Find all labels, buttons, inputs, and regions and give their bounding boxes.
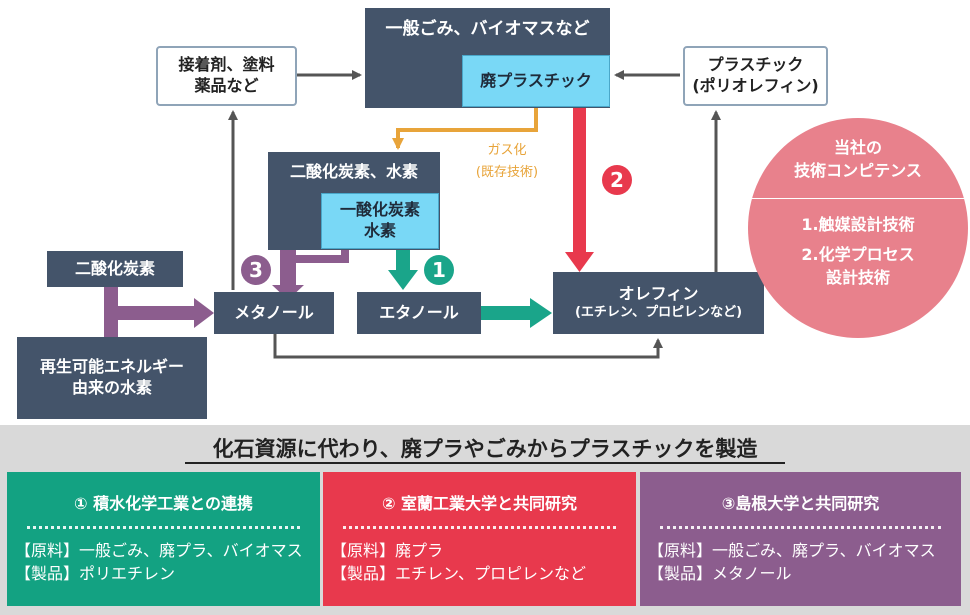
arrow-red-shaft: [573, 108, 586, 252]
co-line1: 一酸化炭素: [339, 200, 420, 220]
panel-sekisui-material: 【原料】一般ごみ、廃プラ、バイオマス: [15, 541, 303, 560]
adhesive-line2: 薬品など: [194, 76, 259, 95]
arrow-teal-right-shaft: [480, 306, 532, 320]
arrow-purple-right-shaft: [104, 306, 196, 320]
arrow-red-head: [565, 252, 594, 272]
olefin-box: オレフィン (エチレン、プロピレンなど): [553, 272, 764, 334]
panel-muroran: ② 室蘭工業大学と共同研究 【原料】廃プラ 【製品】エチレン、プロピレンなど: [323, 472, 636, 606]
competence-item2: 2.化学プロセス 設計技術: [748, 243, 968, 289]
arrow-teal-right-head: [530, 298, 552, 328]
competence-item1: 1.触媒設計技術: [801, 215, 915, 234]
olefin-line1: オレフィン: [618, 284, 699, 304]
competence-title-line2: 技術コンピテンス: [794, 161, 922, 180]
plastic-line1: プラスチック: [707, 55, 804, 75]
panel-muroran-divider: [343, 526, 616, 529]
panel-shimane-divider: [660, 526, 941, 529]
panel-shimane-material: 【原料】一般ごみ、廃プラ、バイオマス: [648, 541, 936, 560]
competence-item2-line2: 設計技術: [825, 268, 890, 287]
gasification-label: ガス化 (既存技術): [452, 140, 562, 184]
olefin-line2: (エチレン、プロピレンなど): [574, 304, 743, 320]
panel-shimane-title: ③島根大学と共同研究: [721, 494, 880, 513]
panel-muroran-product: 【製品】エチレン、プロピレンなど: [331, 564, 587, 583]
summary-headline: 化石資源に代わり、廃プラやごみからプラスチックを製造: [212, 437, 758, 461]
gasification-line2: (既存技術): [475, 165, 539, 180]
plastic-box: プラスチック (ポリオレフィン): [683, 46, 828, 106]
number-badge-1: 1: [424, 255, 454, 285]
competence-item2-line1: 2.化学プロセス: [801, 245, 915, 264]
waste-plastic-box: 廃プラスチック: [462, 55, 610, 107]
arrow-purple-right-head: [194, 298, 214, 328]
panel-sekisui-divider: [27, 526, 300, 529]
panel-muroran-title: ② 室蘭工業大学と共同研究: [381, 494, 578, 513]
methanol-box: メタノール: [214, 292, 334, 334]
co2-label: 二酸化炭素: [74, 258, 155, 278]
panel-shimane-product: 【製品】メタノール: [648, 564, 792, 583]
panel-sekisui-product: 【製品】ポリエチレン: [15, 564, 176, 583]
competence-divider: [752, 198, 964, 199]
arrow-teal-down-shaft: [396, 250, 410, 272]
flow-arrows: [104, 70, 721, 359]
renewable-line2: 由来の水素: [71, 378, 152, 397]
methanol-label: メタノール: [234, 302, 314, 322]
summary-headline-underline: [185, 462, 785, 464]
renewable-h2-box: 再生可能エネルギー 由来の水素: [17, 337, 207, 419]
number-badge-2: 2: [602, 165, 632, 195]
competence-title: 当社の 技術コンピテンス: [748, 136, 968, 182]
renewable-line1: 再生可能エネルギー: [39, 357, 184, 377]
co-line2: 水素: [363, 221, 396, 240]
general-waste-label: 一般ごみ、バイオマスなど: [385, 19, 590, 39]
ethanol-label: エタノール: [379, 302, 459, 322]
panel-sekisui: ① 積水化学工業との連携 【原料】一般ごみ、廃プラ、バイオマス 【製品】ポリエチ…: [7, 472, 320, 606]
competence-circle: 当社の 技術コンピテンス 1.触媒設計技術 2.化学プロセス 設計技術: [748, 118, 968, 338]
panel-muroran-material: 【原料】廃プラ: [331, 541, 444, 560]
arrow-teal-down-head: [388, 270, 418, 290]
plastic-line2: (ポリオレフィン): [692, 76, 819, 95]
arrow-purple-3: [272, 250, 349, 300]
adhesive-line1: 接着剤、塗料: [178, 55, 275, 75]
panel-sekisui-title: ① 積水化学工業との連携: [74, 494, 253, 513]
panel-shimane: ③島根大学と共同研究 【原料】一般ごみ、廃プラ、バイオマス 【製品】メタノール: [640, 472, 961, 606]
competence-title-line1: 当社の: [833, 138, 882, 157]
arrow-methanol-to-olefin: [273, 333, 663, 359]
co-h2-box: 一酸化炭素 水素: [321, 193, 439, 249]
number-badge-3: 3: [241, 255, 271, 285]
arrow-gasification: [392, 108, 538, 150]
ethanol-box: エタノール: [357, 292, 481, 334]
adhesive-box: 接着剤、塗料 薬品など: [156, 46, 297, 106]
gasification-line1: ガス化: [487, 143, 527, 158]
waste-plastic-label: 廃プラスチック: [480, 70, 592, 90]
co2-box: 二酸化炭素: [47, 251, 183, 287]
co2-h2-label: 二酸化炭素、水素: [289, 162, 418, 181]
